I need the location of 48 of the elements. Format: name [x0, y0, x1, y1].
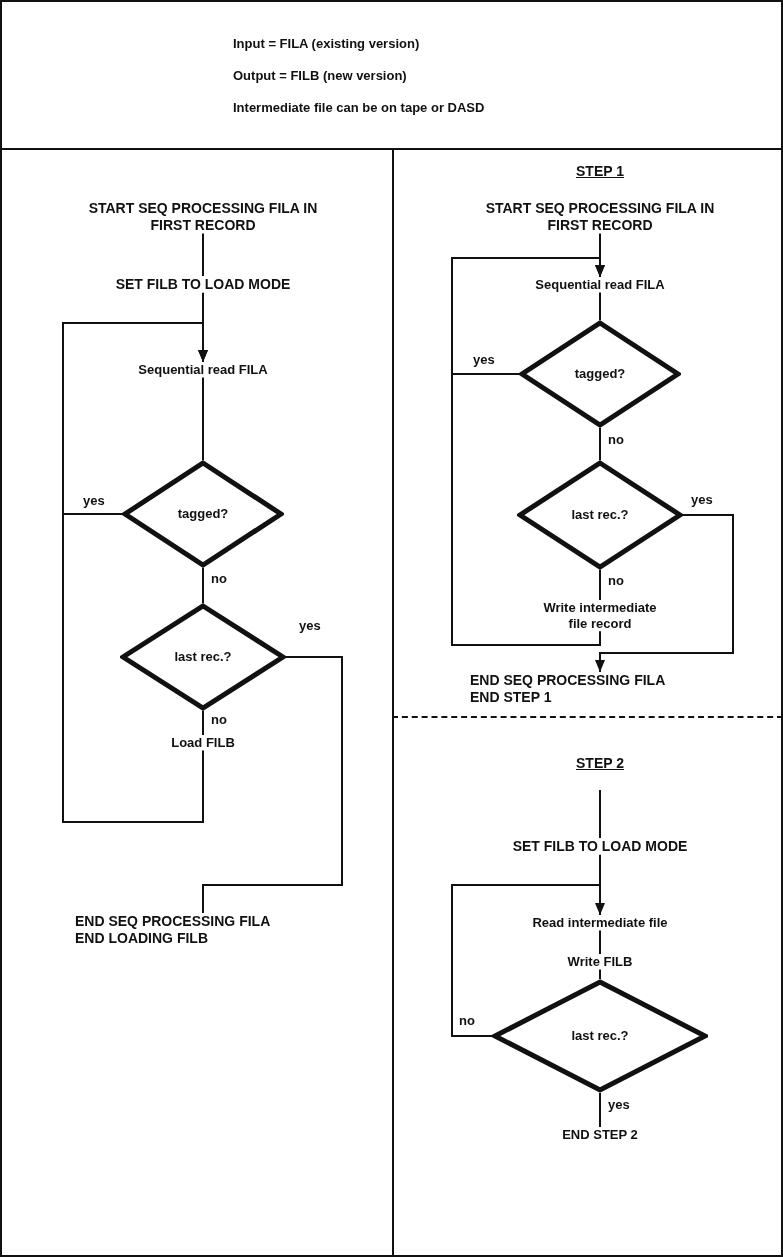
- note-text: Output = FILB (new version): [233, 68, 407, 84]
- flow-arrow: [595, 514, 734, 673]
- flow-arrow: [451, 884, 605, 1037]
- step-text: START SEQ PROCESSING FILA IN FIRST RECORD: [83, 200, 323, 234]
- flow-line: [599, 789, 601, 839]
- step-text: START SEQ PROCESSING FILA IN FIRST RECORD: [480, 200, 720, 234]
- decision-diamond: [122, 460, 284, 568]
- step-panel: [392, 718, 783, 1257]
- step-text: END STEP 2: [562, 1127, 638, 1143]
- decision-diamond: [519, 320, 681, 428]
- step-heading: STEP 2: [576, 755, 624, 772]
- decision-diamond: [120, 603, 286, 711]
- step-text: SET FILB TO LOAD MODE: [115, 276, 291, 293]
- flow-arrow: [451, 257, 605, 646]
- note-text: Input = FILA (existing version): [233, 36, 420, 52]
- step-text: Load FILB: [171, 735, 235, 751]
- step-text: END SEQ PROCESSING FILA END LOADING FILB: [75, 913, 290, 947]
- flow-line: [599, 929, 601, 955]
- flow-line: [202, 567, 204, 604]
- step-panel: [392, 148, 783, 718]
- flow-line: [599, 427, 601, 461]
- step-text: Sequential read FILA: [535, 277, 665, 293]
- decision-label: last rec.?: [571, 1027, 629, 1045]
- flow-line: [202, 656, 343, 914]
- step-heading: STEP 1: [576, 163, 624, 180]
- decision-label: last rec.?: [571, 506, 629, 524]
- decision-label: tagged?: [574, 365, 626, 383]
- flow-panel: [0, 148, 394, 1257]
- note-text: Intermediate file can be on tape or DASD: [233, 100, 485, 116]
- flow-line: [599, 968, 601, 980]
- flow-line: [599, 291, 601, 321]
- flow-line: [202, 376, 204, 461]
- flow-line: [599, 569, 601, 601]
- step-text: Write intermediate file record: [536, 600, 664, 632]
- decision-diamond: [517, 460, 683, 570]
- step-text: Read intermediate file: [532, 915, 668, 931]
- decision-diamond: [492, 979, 708, 1093]
- decision-label: tagged?: [177, 505, 229, 523]
- step-text: SET FILB TO LOAD MODE: [512, 838, 688, 855]
- flow-line: [202, 710, 204, 736]
- step-text: Write FILB: [567, 954, 633, 970]
- flow-arrow: [62, 322, 208, 823]
- flow-line: [202, 232, 204, 277]
- step-text: Sequential read FILA: [138, 362, 268, 378]
- flow-line: [599, 1092, 601, 1128]
- step-text: END SEQ PROCESSING FILA END STEP 1: [470, 672, 685, 706]
- decision-label: last rec.?: [174, 648, 232, 666]
- note-box: [0, 0, 783, 150]
